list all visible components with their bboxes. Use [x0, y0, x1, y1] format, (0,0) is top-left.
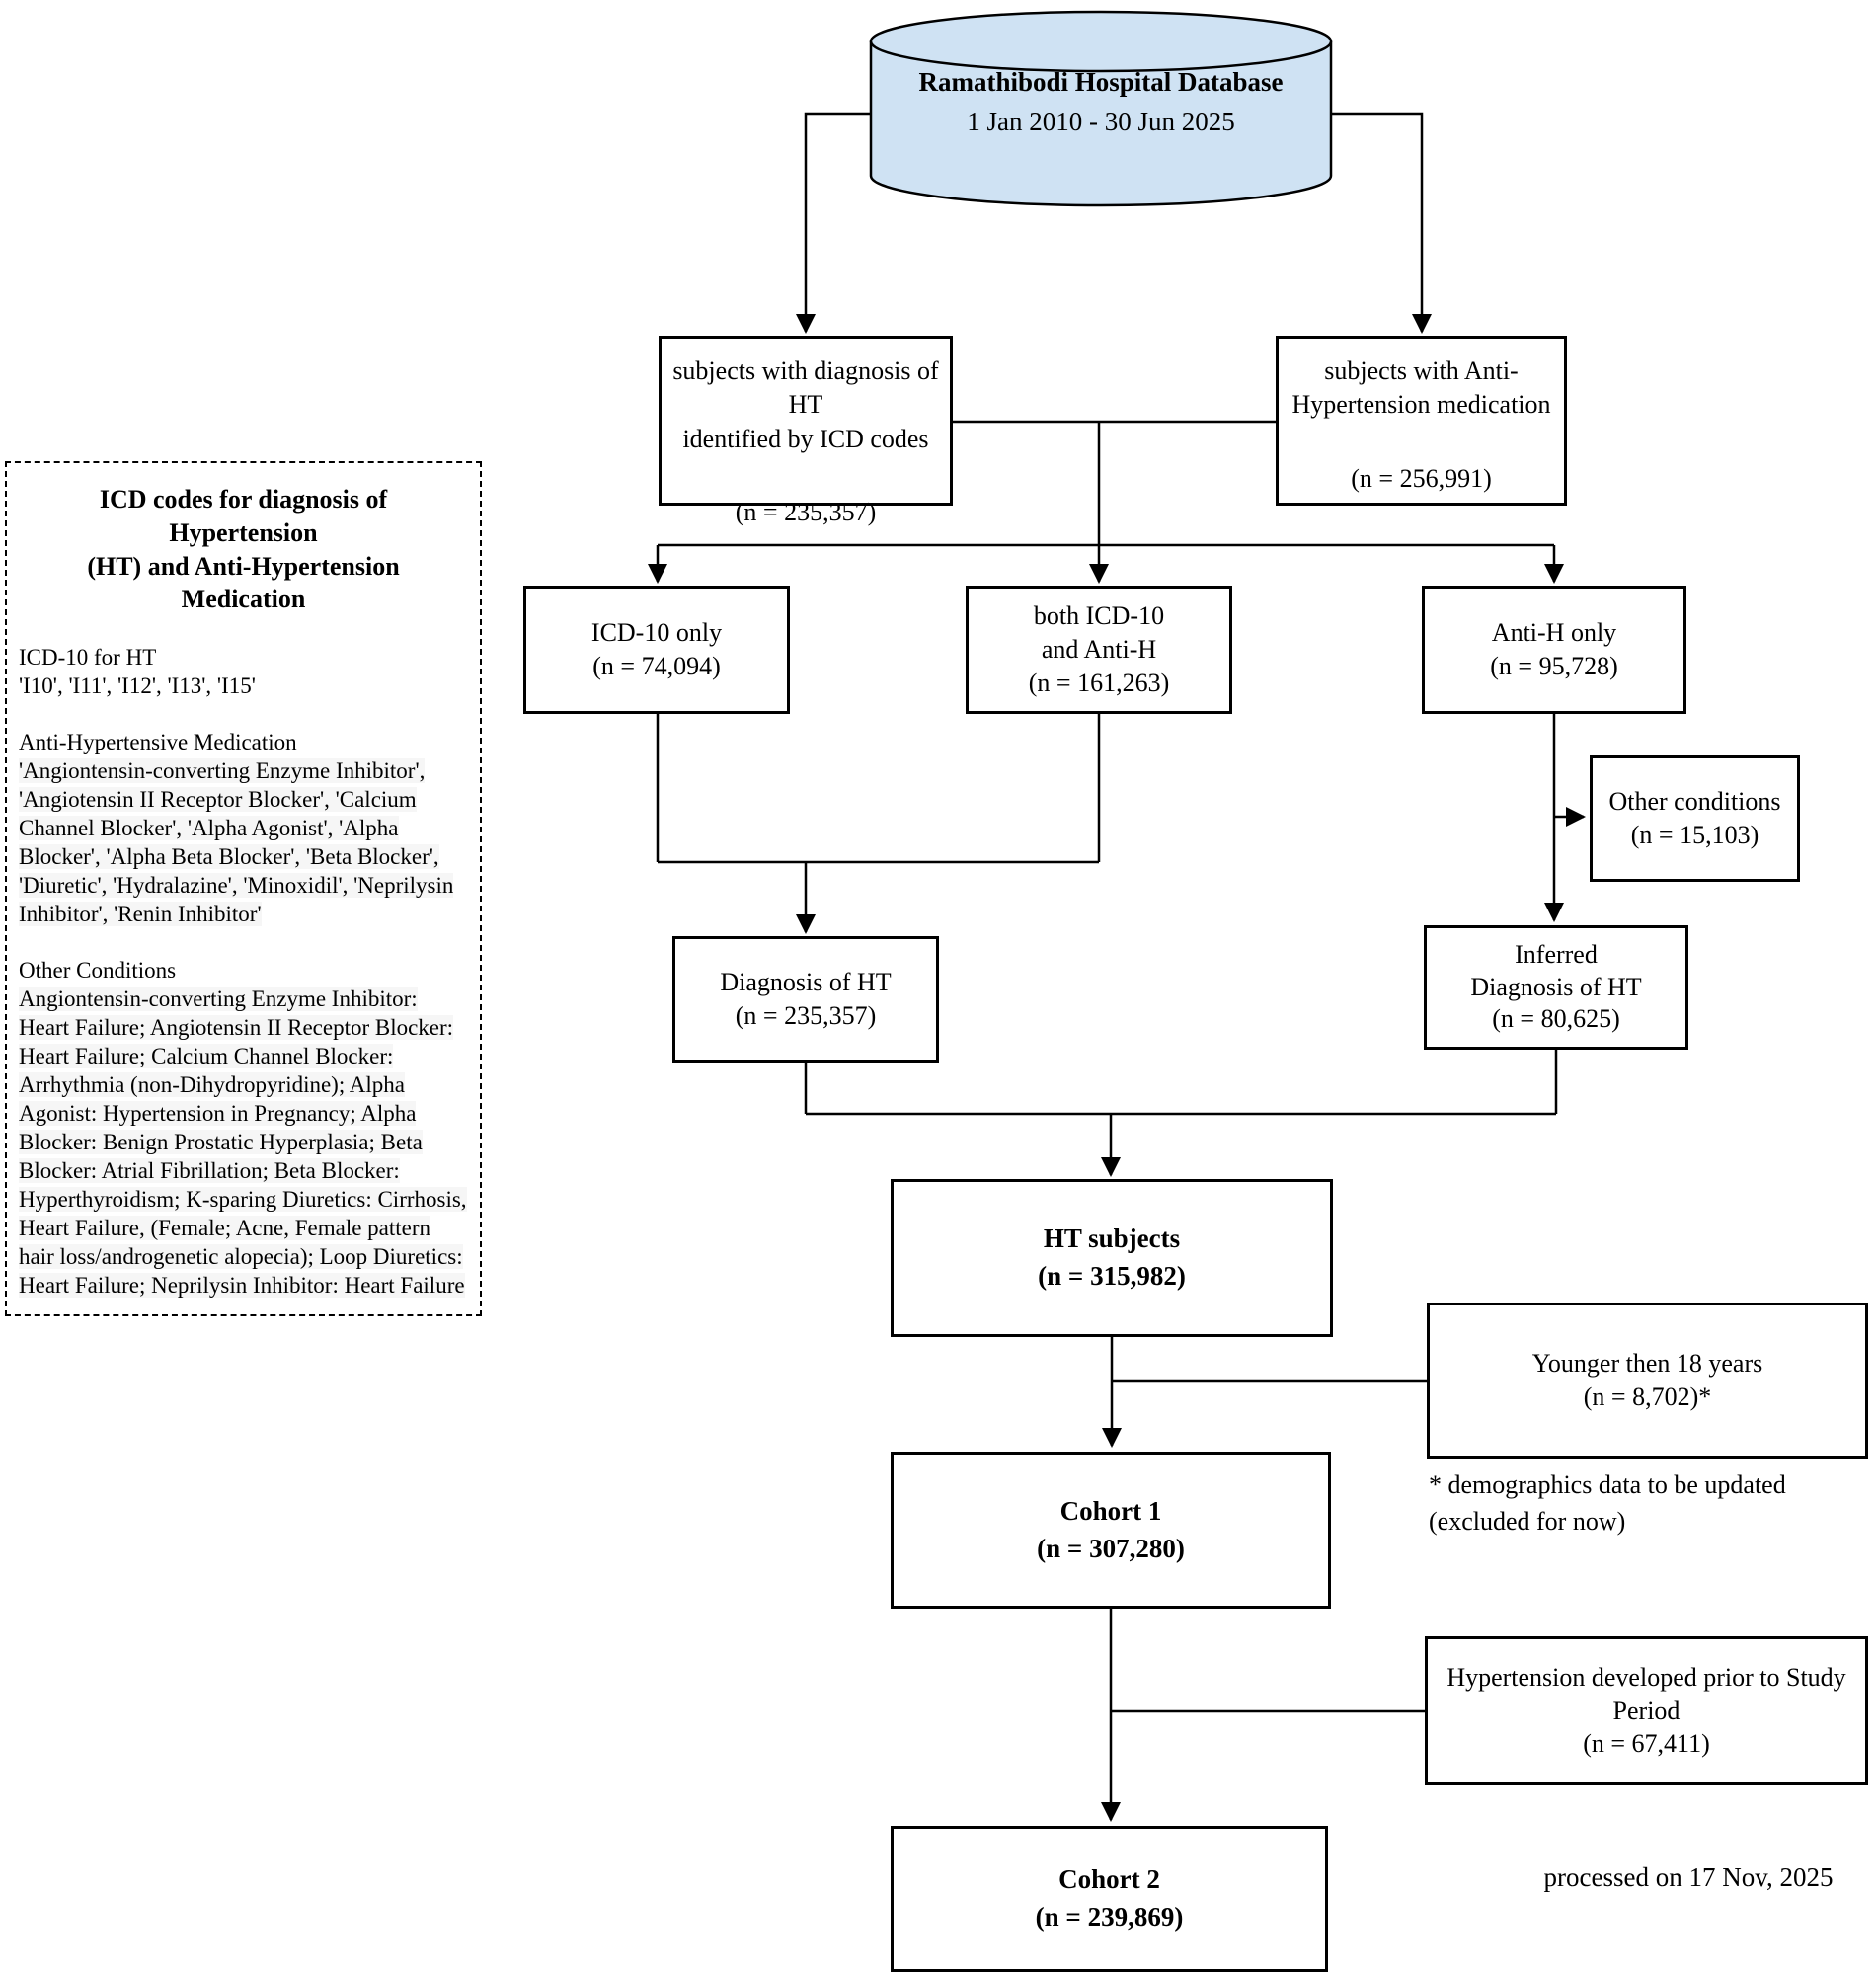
connector-db-to-antih [1331, 112, 1432, 335]
database-daterange: 1 Jan 2010 - 30 Jun 2025 [967, 107, 1235, 137]
box-inferred-diagnosis-label: Inferred Diagnosis of HT [1470, 940, 1642, 1001]
legend-icd10-codes: 'I10', 'I11', 'I12', 'I13', 'I15' [19, 673, 256, 699]
box-diagnosis-ht: Diagnosis of HT (n = 235,357) [672, 936, 939, 1063]
box-other-conditions-count: (n = 15,103) [1630, 821, 1759, 849]
box-both-icd10-antih-label: both ICD-10 and Anti-H [1033, 600, 1165, 664]
database-cylinder-body [869, 41, 1333, 207]
box-icd-diagnosis: subjects with diagnosis of HT identified… [659, 336, 953, 526]
box-ht-subjects-count: (n = 315,982) [1038, 1261, 1186, 1291]
box-cohort-2: Cohort 2 (n = 239,869) [891, 1826, 1328, 1972]
box-younger-18-label: Younger then 18 years [1531, 1348, 1763, 1378]
box-diagnosis-ht-count: (n = 235,357) [735, 1001, 877, 1030]
box-icd10-only-count: (n = 74,094) [592, 652, 721, 680]
legend-title: ICD codes for diagnosis of Hypertension … [87, 485, 400, 614]
legend-section-icd10: ICD-10 for HT 'I10', 'I11', 'I12', 'I13'… [19, 644, 468, 701]
legend-medications-list: 'Angiontensin-converting Enzyme Inhibito… [19, 758, 454, 926]
database-cylinder-top [869, 10, 1333, 73]
box-ht-subjects: HT subjects (n = 315,982) [891, 1179, 1333, 1337]
legend-medications-heading: Anti-Hypertensive Medication [19, 730, 297, 755]
box-other-conditions-label: Other conditions [1608, 786, 1781, 816]
footnote-demographics: * demographics data to be updated (exclu… [1429, 1470, 1786, 1536]
icd-codes-legend-panel: ICD codes for diagnosis of Hypertension … [5, 461, 482, 1316]
box-antih-only-count: (n = 95,728) [1490, 652, 1618, 680]
box-inferred-diagnosis-count: (n = 80,625) [1492, 1004, 1620, 1034]
box-younger-18-count: (n = 8,702)* [1583, 1382, 1712, 1411]
box-both-icd10-antih: both ICD-10 and Anti-H (n = 161,263) [966, 586, 1232, 714]
box-younger-18: Younger then 18 years (n = 8,702)* [1427, 1303, 1868, 1459]
box-icd10-only: ICD-10 only (n = 74,094) [523, 586, 790, 714]
box-both-icd10-antih-count: (n = 161,263) [1028, 669, 1170, 698]
processed-date-note: processed on 17 Nov, 2025 [1543, 1862, 1834, 1892]
box-antih-medication-label: subjects with Anti- Hypertension medicat… [1291, 356, 1551, 420]
box-inferred-diagnosis: Inferred Diagnosis of HT (n = 80,625) [1424, 925, 1688, 1050]
legend-other-conditions-heading: Other Conditions [19, 957, 177, 983]
box-icd10-only-label: ICD-10 only [590, 617, 723, 647]
box-cohort-1: Cohort 1 (n = 307,280) [891, 1452, 1331, 1609]
box-antih-only-label: Anti-H only [1491, 617, 1617, 647]
box-ht-subjects-label: HT subjects [1043, 1224, 1181, 1254]
box-antih-medication: subjects with Anti- Hypertension medicat… [1276, 336, 1567, 506]
box-antih-medication-count: (n = 256,991) [1351, 463, 1492, 493]
box-cohort-1-label: Cohort 1 [1059, 1495, 1162, 1526]
legend-section-medications: Anti-Hypertensive Medication 'Angiontens… [19, 729, 468, 929]
box-cohort-2-count: (n = 239,869) [1035, 1902, 1184, 1932]
box-icd-diagnosis-count: (n = 235,357) [735, 497, 877, 526]
connector-db-to-icd [796, 112, 871, 335]
box-other-conditions: Other conditions (n = 15,103) [1590, 755, 1800, 882]
box-prior-hypertension-label: Hypertension developed prior to Study Pe… [1446, 1662, 1846, 1725]
box-cohort-1-count: (n = 307,280) [1037, 1533, 1185, 1563]
box-icd-diagnosis-label: subjects with diagnosis of HT identified… [672, 356, 939, 453]
legend-section-other-conditions: Other Conditions Angiontensin-converting… [19, 957, 468, 1301]
box-antih-only: Anti-H only (n = 95,728) [1422, 586, 1686, 714]
box-prior-hypertension-count: (n = 67,411) [1583, 1729, 1710, 1759]
legend-other-conditions-list: Angiontensin-converting Enzyme Inhibitor… [19, 986, 467, 1298]
box-diagnosis-ht-label: Diagnosis of HT [720, 967, 892, 996]
database-title: Ramathibodi Hospital Database [918, 67, 1284, 97]
box-cohort-2-label: Cohort 2 [1058, 1864, 1160, 1895]
database-node: Ramathibodi Hospital Database 1 Jan 2010… [871, 65, 1331, 139]
legend-icd10-heading: ICD-10 for HT [19, 645, 157, 671]
box-prior-hypertension: Hypertension developed prior to Study Pe… [1425, 1636, 1868, 1785]
